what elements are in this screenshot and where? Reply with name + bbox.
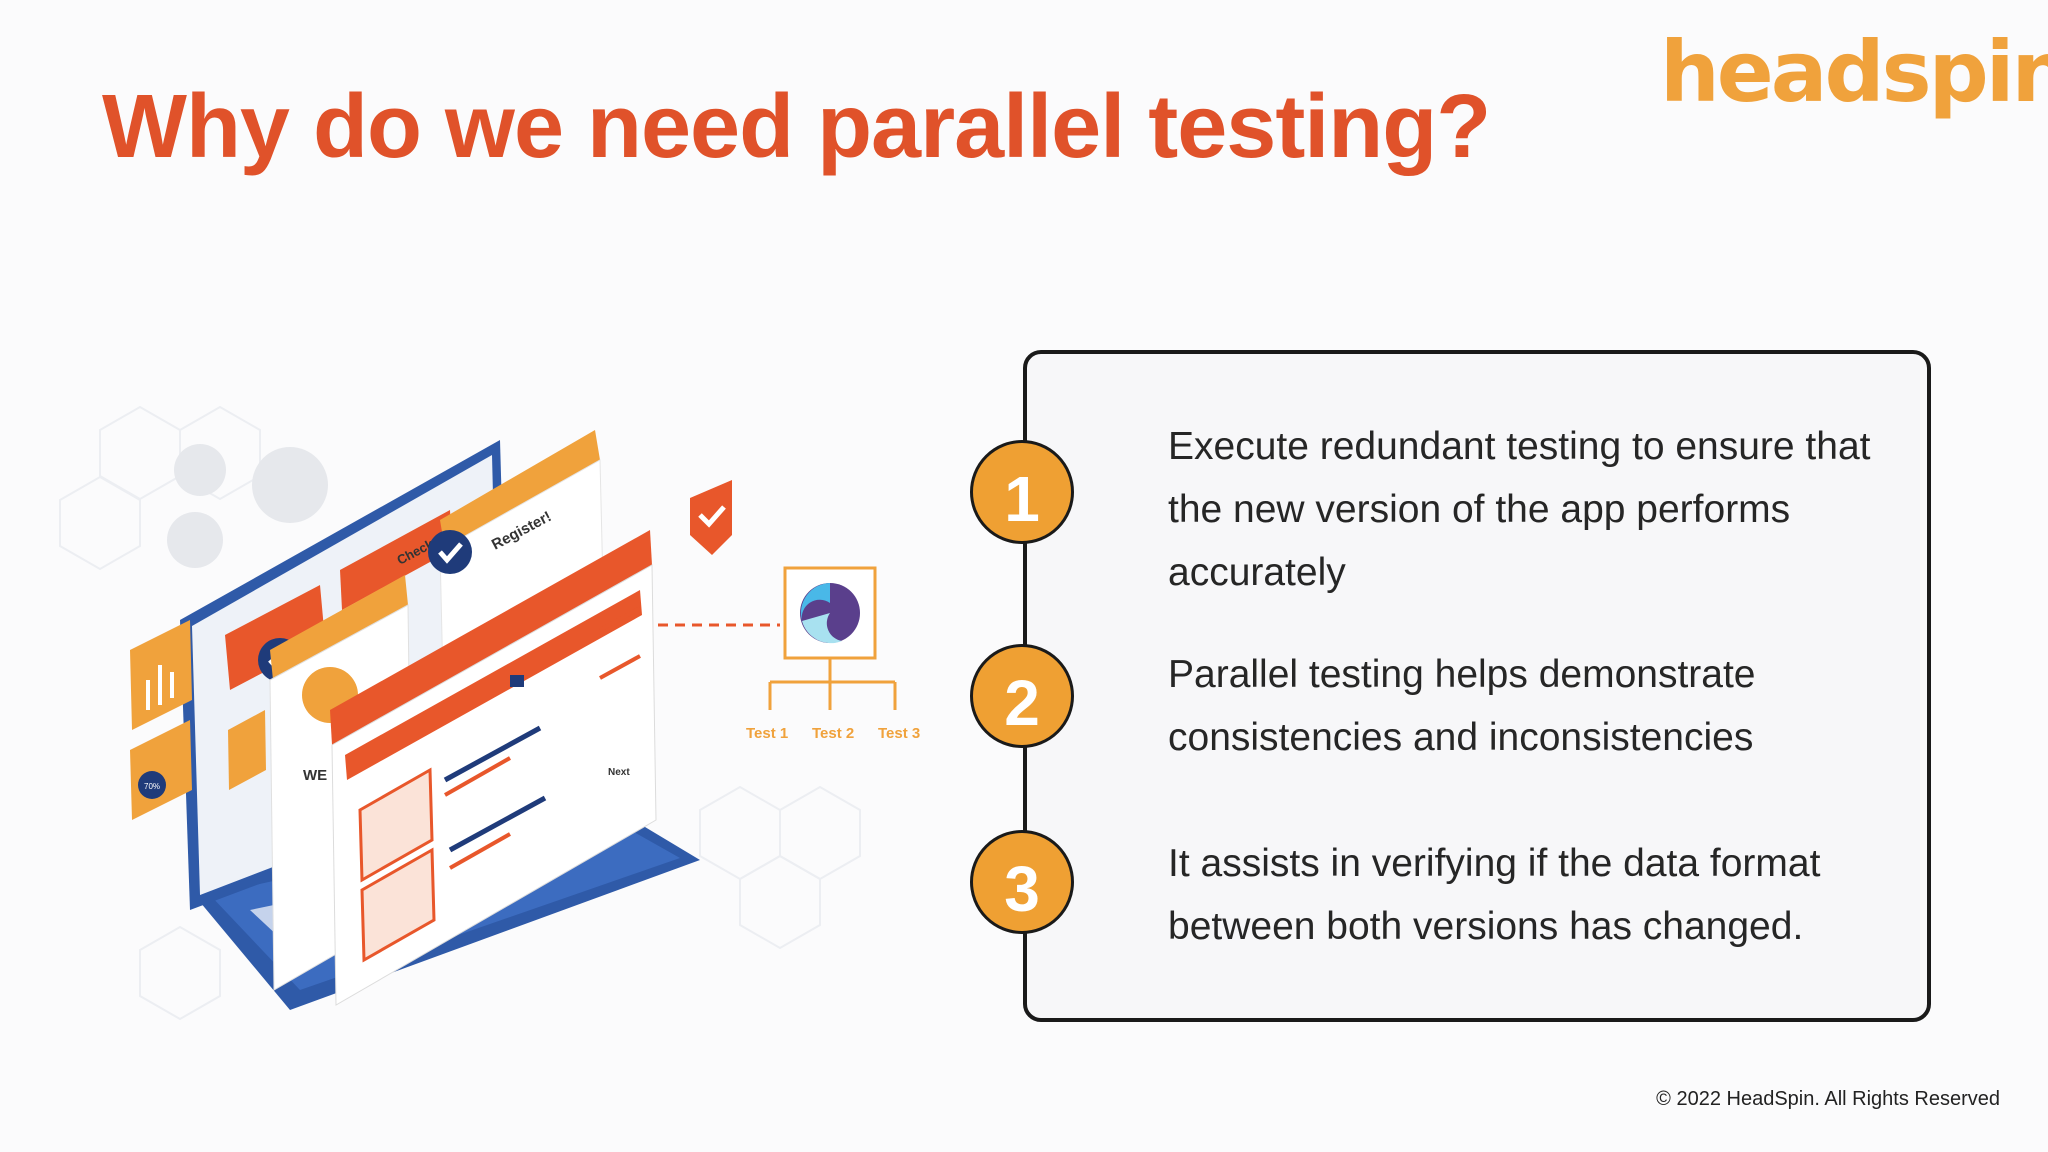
check-icon bbox=[428, 530, 472, 574]
window-checkout bbox=[225, 585, 325, 690]
headspin-logo: headspin bbox=[1660, 23, 2048, 121]
point-badge-3: 3 bbox=[970, 830, 1074, 934]
test-label-2: Test 2 bbox=[812, 725, 854, 742]
page-title: Why do we need parallel testing? bbox=[102, 77, 1491, 177]
points-panel bbox=[1023, 350, 1931, 1022]
svg-text:70%: 70% bbox=[144, 782, 160, 791]
test-label-3: Test 3 bbox=[878, 725, 920, 742]
stats-widget bbox=[130, 720, 192, 820]
svg-text:Next: Next bbox=[608, 767, 630, 778]
copyright-footer: © 2022 HeadSpin. All Rights Reserved bbox=[1656, 1088, 2000, 1110]
parallel-testing-illustration: Check out Register! WE Next bbox=[59, 405, 920, 1021]
hexagon-background bbox=[59, 405, 861, 1021]
image-placeholder bbox=[360, 847, 436, 963]
gear-icon bbox=[167, 444, 328, 568]
search-icon bbox=[510, 675, 524, 687]
point-text-1: Execute redundant testing to ensure that… bbox=[1168, 425, 1871, 594]
point-text-2: Parallel testing helps demonstrate consi… bbox=[1168, 653, 1756, 759]
point-badge-2: 2 bbox=[970, 644, 1074, 748]
test-label-1: Test 1 bbox=[746, 725, 788, 742]
svg-text:WE: WE bbox=[303, 767, 327, 784]
shield-check-icon bbox=[690, 480, 732, 555]
test-tree bbox=[768, 658, 897, 710]
point-badge-1: 1 bbox=[970, 440, 1074, 544]
image-placeholder bbox=[358, 767, 434, 883]
point-text-3: It assists in verifying if the data form… bbox=[1168, 842, 1821, 948]
